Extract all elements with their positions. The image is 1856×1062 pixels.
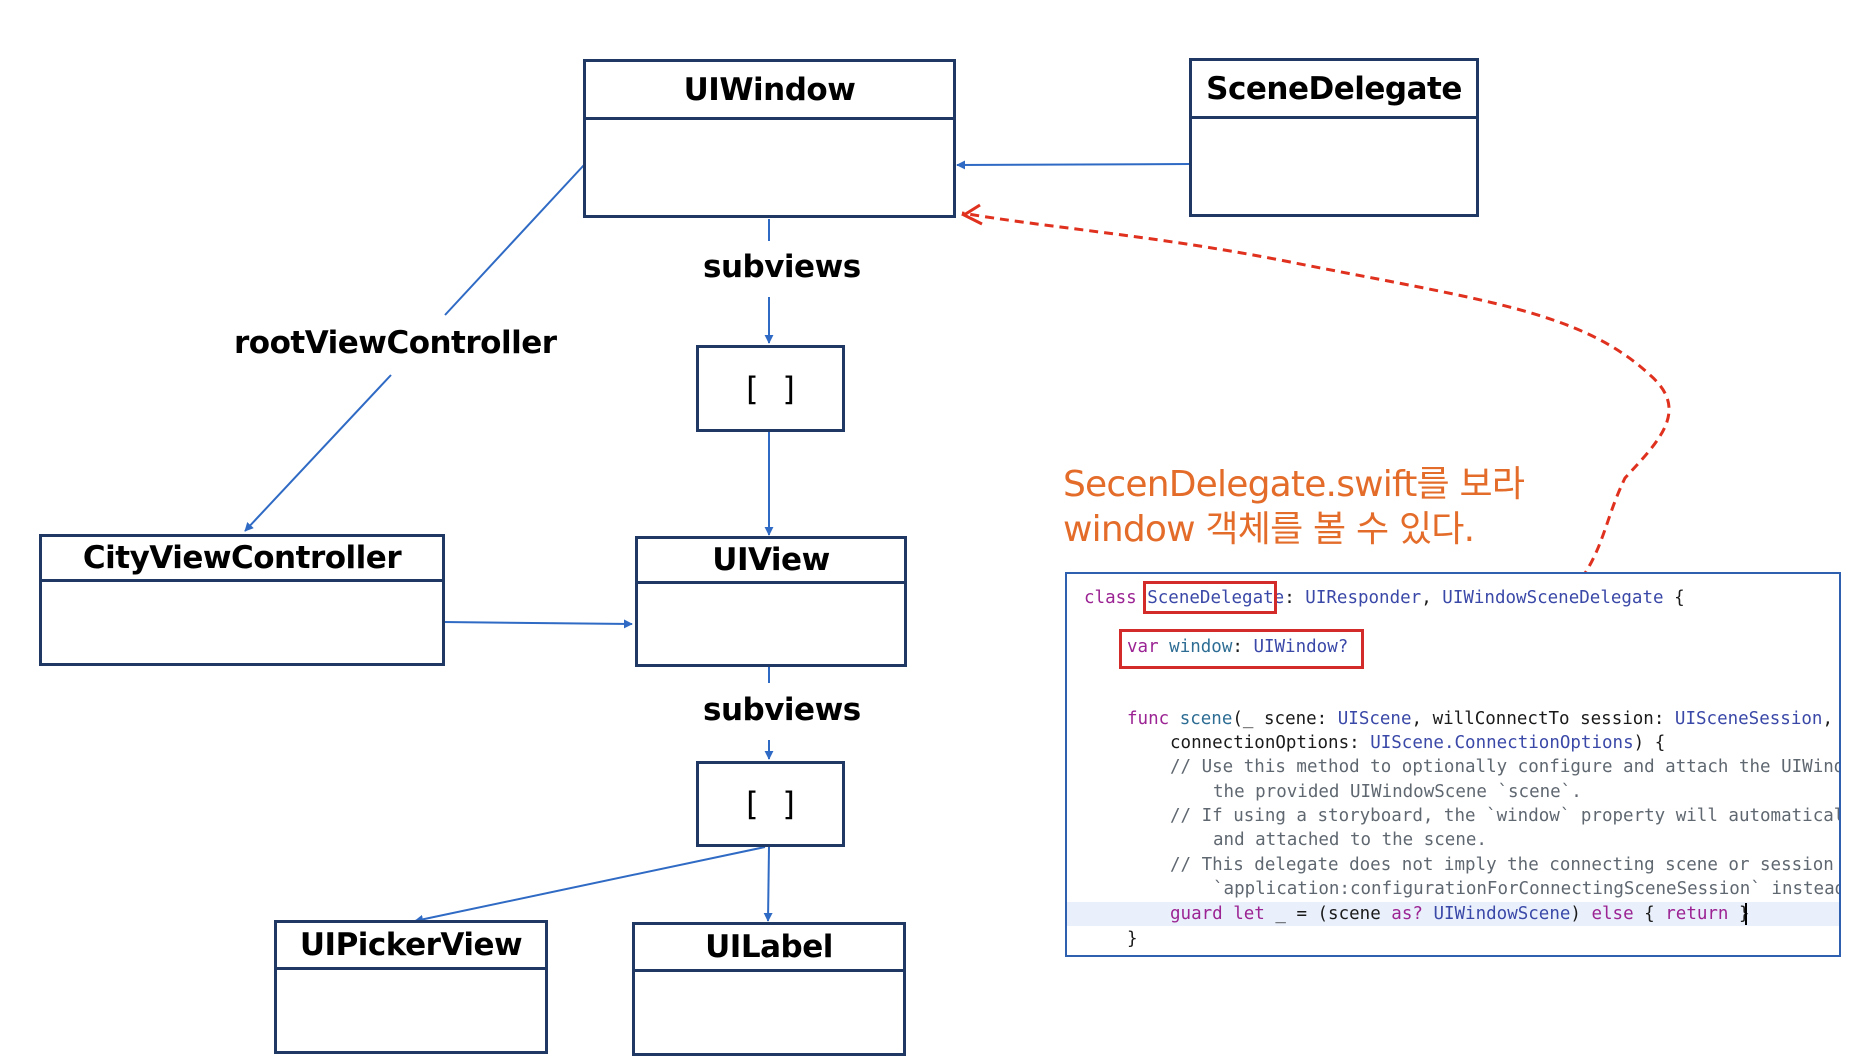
code-line-11: guard let _ = (scene as? UIWindowScene) … <box>1067 902 1839 926</box>
code-separator: , <box>1421 588 1443 608</box>
code-params: , willConnectTo session: <box>1411 709 1675 729</box>
code-line-1: class SceneDelegate: UIResponder, UIWind… <box>1067 586 1839 610</box>
code-type: ConnectionOptions <box>1454 733 1634 753</box>
uiview-title: UIView <box>638 539 904 584</box>
code-type: UIWindowScene <box>1433 904 1571 924</box>
code-line-12: } <box>1127 929 1138 949</box>
connector-array-2-to-uipickerview <box>414 846 766 924</box>
code-keyword: let <box>1233 904 1265 924</box>
code-type: UIResponder <box>1305 588 1422 608</box>
uiview-box: UIView <box>635 536 907 667</box>
code-expr: ) <box>1570 904 1592 924</box>
connector-root-label-to-cityviewcontroller <box>244 374 392 532</box>
code-params: (_ scene: <box>1232 709 1338 729</box>
annotation-line-2: window 객체를 볼 수 있다. <box>1063 509 1475 550</box>
code-keyword: var <box>1127 637 1159 657</box>
code-snippet-panel: class SceneDelegate: UIResponder, UIWind… <box>1065 572 1841 957</box>
cityviewcontroller-title: CityViewController <box>42 537 442 582</box>
root-view-controller-label: rootViewController <box>234 325 557 361</box>
code-expr: { <box>1633 904 1666 924</box>
uiwindow-box: UIWindow <box>583 59 956 218</box>
code-colon: : <box>1284 588 1295 608</box>
code-dot: . <box>1443 733 1455 753</box>
code-line-3: func scene(_ scene: UIScene, willConnect… <box>1067 707 1839 731</box>
connector-cityviewcontroller-to-uiview <box>442 619 633 629</box>
code-expr: } <box>1728 904 1750 924</box>
scenedelegate-title: SceneDelegate <box>1192 61 1476 119</box>
code-space <box>1423 904 1434 924</box>
connector-uiwindow-to-root-label <box>444 164 585 316</box>
code-expr: _ = (scene <box>1264 904 1392 924</box>
annotation-line-1: SecenDelegate.swift를 보라 <box>1063 464 1525 505</box>
subviews-label-bottom: subviews <box>703 692 861 728</box>
connector-scenedelegate-to-uiwindow <box>956 160 1191 170</box>
code-type: UIWindowSceneDelegate <box>1442 588 1664 608</box>
cityviewcontroller-box: CityViewController <box>39 534 445 666</box>
code-keyword: else <box>1591 904 1634 924</box>
code-params: connectionOptions: <box>1170 733 1371 753</box>
code-type: UIScene <box>1337 709 1412 729</box>
highlight-box-window-var <box>1119 629 1364 669</box>
text-cursor <box>1745 903 1747 925</box>
code-class-name: SceneDelegate <box>1147 588 1285 608</box>
code-colon: : <box>1232 637 1254 657</box>
code-comment-line-7: // If using a storyboard, the `window` p… <box>1170 806 1841 826</box>
uilabel-box: UILabel <box>632 922 906 1056</box>
subviews-array-1: [ ] <box>696 345 845 432</box>
dashed-arrowhead <box>960 203 983 226</box>
uilabel-title: UILabel <box>635 925 903 972</box>
highlight-box-scenedelegate <box>1143 581 1277 614</box>
code-comment-line-5: // Use this method to optionally configu… <box>1170 757 1841 777</box>
uiwindow-title: UIWindow <box>586 62 953 120</box>
code-params: , <box>1822 709 1833 729</box>
code-brace: { <box>1663 588 1685 608</box>
code-property-name: window <box>1169 637 1233 657</box>
uipickerview-box: UIPickerView <box>274 920 548 1054</box>
code-comment-line-10: `application:configurationForConnectingS… <box>1213 879 1841 899</box>
code-comment-line-9: // This delegate does not imply the conn… <box>1170 855 1834 875</box>
code-type: UIScene <box>1370 733 1444 753</box>
subviews-array-2: [ ] <box>696 761 845 847</box>
connector-array-2-to-uilabel <box>763 846 773 922</box>
code-line-2: var window: UIWindow? <box>1067 635 1839 659</box>
code-keyword: as? <box>1391 904 1423 924</box>
code-keyword: return <box>1665 904 1729 924</box>
code-type: UIWindow? <box>1253 637 1349 657</box>
scenedelegate-box: SceneDelegate <box>1189 58 1479 217</box>
subviews-label-top: subviews <box>703 249 861 285</box>
code-comment-line-8: and attached to the scene. <box>1213 830 1487 850</box>
code-keyword: guard <box>1170 904 1223 924</box>
code-keyword: func <box>1127 709 1170 729</box>
code-comment-line-6: the provided UIWindowScene `scene`. <box>1213 782 1582 802</box>
code-params: ) { <box>1633 733 1666 753</box>
code-keyword: class <box>1084 588 1137 608</box>
code-function-name: scene <box>1179 709 1233 729</box>
code-line-4: connectionOptions: UIScene.ConnectionOpt… <box>1067 731 1839 755</box>
uipickerview-title: UIPickerView <box>277 923 545 970</box>
code-type: UISceneSession <box>1674 709 1823 729</box>
